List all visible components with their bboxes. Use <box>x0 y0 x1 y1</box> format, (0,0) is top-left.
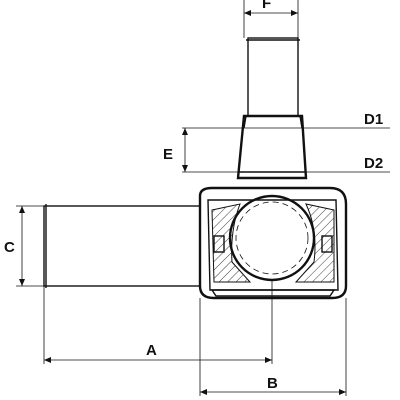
label-b: B <box>267 375 278 392</box>
threaded-shank <box>43 204 201 288</box>
label-d2: D2 <box>364 155 383 172</box>
dimension-e: E <box>163 128 188 172</box>
dimension-c: C <box>4 205 44 287</box>
dimension-d1: D1 <box>182 111 390 129</box>
tapered-neck <box>236 114 308 180</box>
label-a: A <box>146 342 157 359</box>
label-e: E <box>163 146 173 163</box>
label-d1: D1 <box>364 111 383 128</box>
dimension-d2: D2 <box>182 155 390 173</box>
dimension-a: A <box>43 280 273 364</box>
dimension-f: F <box>243 0 299 38</box>
label-f: F <box>262 0 271 12</box>
label-c: C <box>4 239 15 256</box>
ball-joint-housing <box>198 186 348 300</box>
dimension-b: B <box>199 298 347 396</box>
threaded-stud <box>246 37 300 117</box>
